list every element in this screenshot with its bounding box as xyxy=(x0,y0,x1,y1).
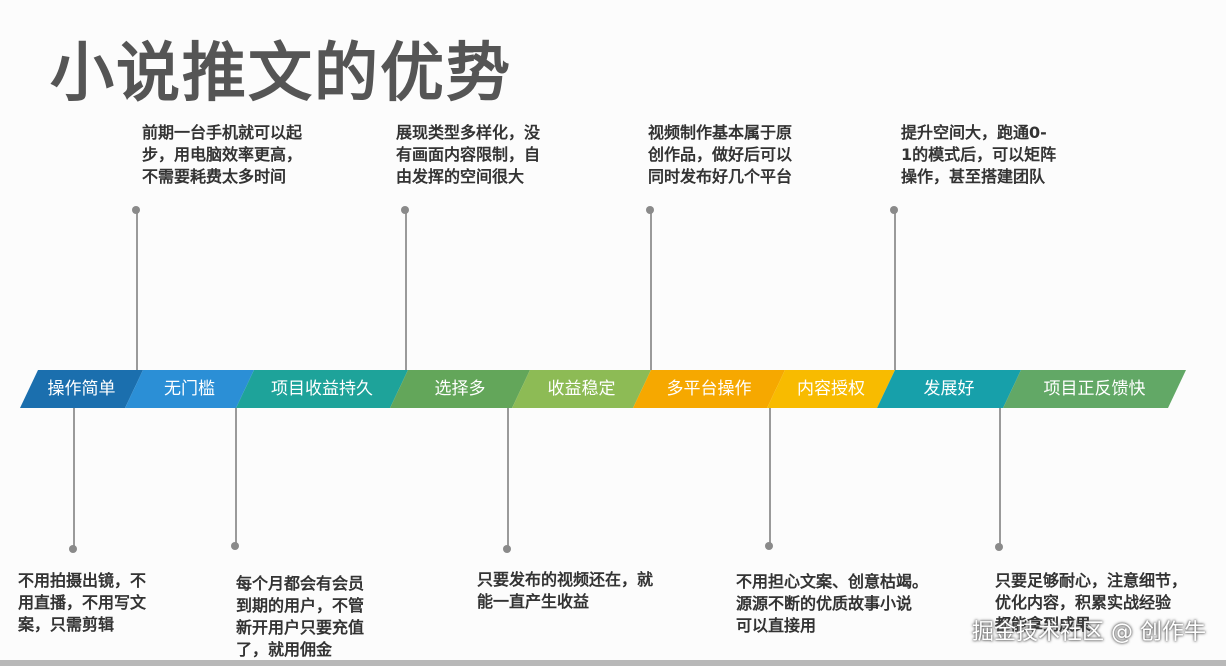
bottom-connector-line xyxy=(507,408,509,549)
segment-shape-1 xyxy=(125,370,254,408)
segment-label-4: 收益稳定 xyxy=(547,379,616,399)
segment-shape-3 xyxy=(390,370,530,408)
segment-shape-2 xyxy=(236,370,408,408)
top-note-easy-start: 前期一台手机就可以起 步，用电脑效率更高， 不需要耗费太多时间 xyxy=(142,123,303,186)
top-note-growth: 提升空间大，跑通0- 1的模式后，可以矩阵 操作，甚至搭建团队 xyxy=(901,123,1057,186)
bottom-note-fast-feedback: 只要足够耐心，注意细节， 优化内容，积累实战经验 都能拿到成果 xyxy=(995,571,1188,634)
segment-label-1: 无门槛 xyxy=(164,379,215,399)
bottom-connector-dot xyxy=(765,542,773,550)
bottom-note-lasting-income: 每个月都会有会员 到期的用户，不管 新开用户只要充值 了，就用佣金 xyxy=(236,574,365,659)
segment-shape-0 xyxy=(20,370,143,408)
segment-shape-5 xyxy=(633,370,785,408)
bottom-connector-dot xyxy=(231,542,239,550)
bottom-connector-dot xyxy=(503,545,511,553)
segment-label-3: 选择多 xyxy=(434,379,486,399)
watermark: 掘金技术社区 @ 创作牛 xyxy=(972,620,1206,645)
bottom-note-content-license: 不用担心文案、创意枯竭。 源源不断的优质故事小说 可以直接用 xyxy=(736,572,929,635)
bottom-note-simple: 不用拍摄出镜，不 用直播，不用写文 案，只需剪辑 xyxy=(18,571,147,634)
bottom-shade xyxy=(0,660,1226,666)
top-connector-dot xyxy=(890,206,898,214)
bottom-connector-line xyxy=(999,408,1001,548)
top-connector-dot xyxy=(132,206,140,214)
top-connector-line xyxy=(136,210,138,370)
bottom-connector-line xyxy=(235,408,237,548)
bottom-connector-dot xyxy=(995,543,1003,551)
bottom-note-stable-income: 只要发布的视频还在，就 能一直产生收益 xyxy=(477,570,654,611)
segment-shape-6 xyxy=(767,370,895,408)
segment-shape-8 xyxy=(1003,370,1186,408)
segment-shape-7 xyxy=(877,370,1021,408)
top-note-variety: 展现类型多样化，没 有画面内容限制，自 由发挥的空间很大 xyxy=(396,123,541,186)
segment-label-0: 操作简单 xyxy=(47,379,116,399)
segment-label-5: 多平台操作 xyxy=(666,379,752,399)
bottom-connector-line xyxy=(73,408,75,549)
top-connector-dot xyxy=(401,206,409,214)
bottom-connector-dot xyxy=(69,545,77,553)
top-connector-dot xyxy=(646,206,654,214)
segment-label-6: 内容授权 xyxy=(797,379,865,399)
page-title: 小说推文的优势 xyxy=(50,37,512,111)
segment-shape-4 xyxy=(512,370,651,408)
top-connector-line xyxy=(650,210,652,370)
segment-label-8: 项目正反馈快 xyxy=(1043,379,1146,399)
bottom-connector-line xyxy=(769,408,771,546)
segment-label-7: 发展好 xyxy=(923,379,975,399)
top-connector-line xyxy=(894,210,896,370)
top-note-multi-platform: 视频制作基本属于原 创作品，做好后可以 同时发布好几个平台 xyxy=(648,123,793,186)
top-connector-line xyxy=(405,210,407,370)
segment-label-2: 项目收益持久 xyxy=(271,379,373,399)
